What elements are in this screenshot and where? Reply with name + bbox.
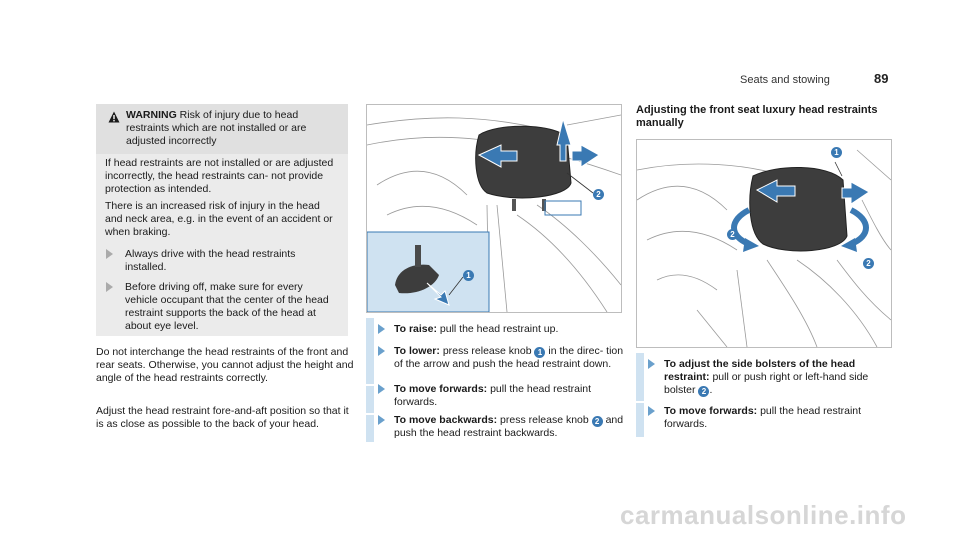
luxury-head-restraint-illustration: [637, 149, 891, 347]
warning-box: WARNING Risk of injury due to head restr…: [96, 104, 348, 336]
step-arrow-icon: [378, 415, 385, 425]
inline-badge-2: 2: [698, 386, 710, 397]
head-restraint-figure: 2 1: [366, 104, 622, 313]
step-lower: To lower: press release knob 1 in the di…: [366, 345, 626, 371]
step-raise: To raise: pull the head restraint up.: [366, 323, 626, 336]
bullet-arrow-icon: [106, 249, 113, 259]
instruction-bar: [636, 403, 644, 437]
step-arrow-icon: [378, 384, 385, 394]
callout-badge-1: 1: [831, 147, 842, 158]
step-move-forwards-right: To move forwards: pull the head restrain…: [636, 405, 896, 431]
section-title: Seats and stowing: [740, 74, 830, 86]
warning-title: WARNING Risk of injury due to head restr…: [126, 109, 340, 148]
warning-bullet-2: Before driving off, make sure for every …: [106, 281, 338, 333]
head-restraint-illustration: [367, 114, 621, 312]
warning-paragraph-2: There is an increased risk of injury in …: [105, 200, 333, 238]
warning-icon: [108, 111, 120, 123]
warning-label: WARNING: [126, 109, 177, 121]
inline-badge-1: 1: [534, 347, 546, 358]
instruction-bar: [366, 386, 374, 413]
instruction-bar: [636, 353, 644, 401]
callout-badge-2-left: 2: [727, 229, 738, 240]
callout-badge-1: 1: [463, 270, 474, 281]
instruction-bar: [366, 318, 374, 384]
step-move-forwards: To move forwards: pull the head restrain…: [366, 383, 626, 409]
callout-badge-2-right: 2: [863, 258, 874, 269]
inline-badge-2: 2: [591, 416, 603, 427]
page-number: 89: [874, 71, 889, 86]
luxury-head-restraint-figure: 1 2 2: [636, 139, 892, 348]
warning-paragraph-1: If head restraints are not installed or …: [105, 157, 334, 195]
callout-badge-2: 2: [593, 189, 604, 200]
section-heading: Adjusting the front seat luxury head res…: [636, 104, 878, 129]
step-arrow-icon: [648, 406, 655, 416]
bullet-arrow-icon: [106, 282, 113, 292]
warning-title-text: Risk of injury due to head restraints wh…: [126, 109, 307, 147]
warning-header: WARNING Risk of injury due to head restr…: [96, 104, 348, 154]
watermark: carmanualsonline.info: [620, 500, 907, 530]
step-arrow-icon: [648, 359, 655, 369]
warning-bullet-1: Always drive with the head restraints in…: [106, 248, 338, 274]
step-arrow-icon: [378, 346, 385, 356]
body-paragraph-2: Adjust the head restraint fore-and-aft p…: [96, 405, 349, 430]
step-arrow-icon: [378, 324, 385, 334]
body-paragraph-1: Do not interchange the head restraints o…: [96, 346, 354, 384]
step-move-backwards: To move backwards: press release knob 2 …: [366, 414, 626, 440]
step-adjust-bolsters: To adjust the side bolsters of the head …: [636, 358, 896, 397]
instruction-bar: [366, 415, 374, 442]
